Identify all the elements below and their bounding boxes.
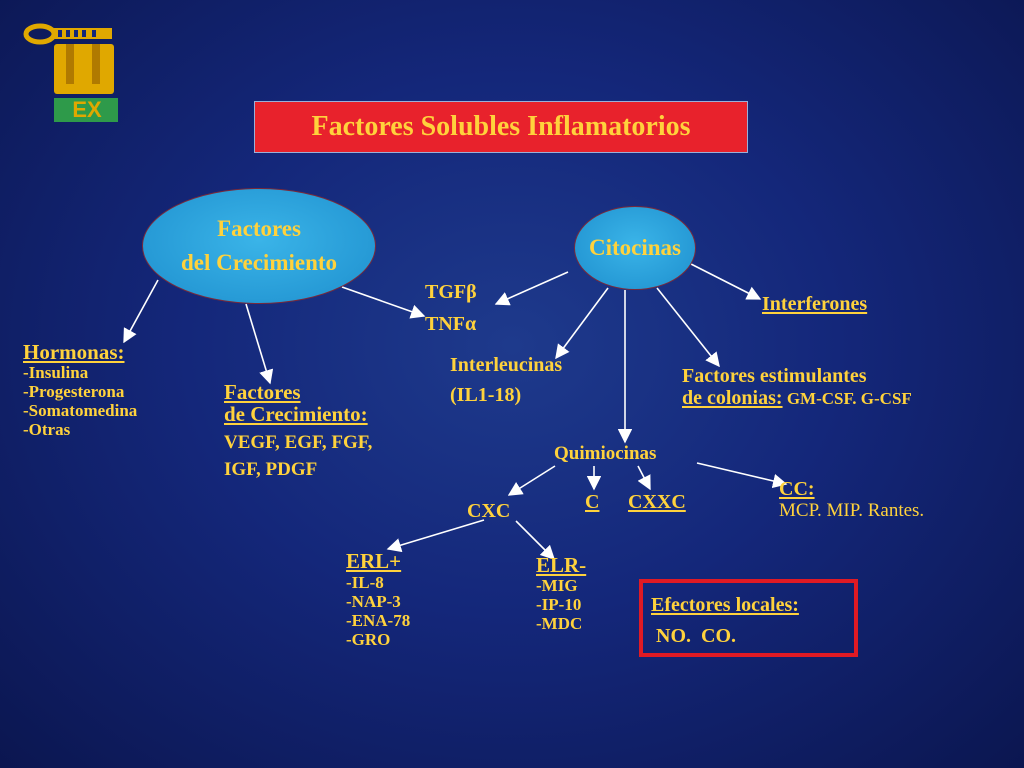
efectores-items: NO. CO. [656, 625, 736, 647]
factores-estimulantes-line-2: de colonias: GM-CSF. G-CSF [682, 384, 912, 413]
hormonas-item-1: -Insulina [23, 363, 89, 382]
arrow-cxc-to-elr [515, 520, 556, 561]
title-box: Factores Solubles Inflamatorios [254, 101, 748, 153]
interleucinas-label: Interleucinas [450, 354, 563, 376]
interleucinas-range: (IL1-18) [450, 384, 522, 406]
logo-text: EX [72, 97, 102, 122]
cytokines-label: Citocinas [589, 235, 681, 260]
arrow-quim-to-cc [696, 462, 788, 489]
arrow-cytokines-to-tgf [494, 271, 569, 306]
arrow-to-factores-crecimiento [245, 303, 274, 385]
factores-crecimiento-label-2: de Crecimiento: [224, 402, 368, 426]
quimiocinas-label: Quimiocinas [554, 443, 657, 464]
factores-crecimiento-list-2: IGF, PDGF [224, 459, 318, 480]
tgf-beta-label: TGFβ [425, 281, 477, 303]
erl-label: ERL+ [346, 549, 402, 573]
erl-item-1: -IL-8 [346, 573, 384, 592]
arrow-quim-to-cxc [507, 465, 556, 496]
arrow-growth-to-tnf [341, 286, 426, 319]
efectores-label: Efectores locales: [651, 594, 799, 616]
hormonas-item-2: -Progesterona [23, 382, 125, 401]
hormonas-label: Hormonas: [23, 340, 125, 364]
arrow-cxc-to-erl [386, 519, 485, 553]
arrow-to-factores-estimulantes [656, 287, 720, 368]
tnf-alpha-label: TNFα [425, 313, 477, 335]
factores-estimulantes-label-1: Factores estimulantes [682, 365, 867, 387]
growth-factors-node: Factores del Crecimiento [142, 188, 376, 304]
university-logo-icon: EX [18, 16, 122, 126]
arrow-to-hormonas [123, 279, 159, 344]
page-title: Factores Solubles Inflamatorios [311, 111, 691, 142]
cxc-label: CXC [467, 500, 511, 522]
arrow-quim-to-cxxc [637, 465, 651, 491]
hormonas-item-4: -Otras [23, 420, 71, 439]
elr-item-3: -MDC [536, 614, 583, 633]
elr-item-2: -IP-10 [536, 595, 582, 614]
erl-item-2: -NAP-3 [346, 592, 401, 611]
elr-item-1: -MIG [536, 576, 578, 595]
interferones-label: Interferones [762, 293, 868, 315]
efectores-box [639, 579, 858, 657]
arrow-to-interleucinas [555, 287, 609, 360]
c-label: C [585, 491, 600, 513]
cxxc-label: CXXC [628, 491, 686, 513]
factores-crecimiento-label-1: Factores [224, 380, 301, 404]
growth-factors-label: Factores del Crecimiento [180, 216, 338, 275]
factores-crecimiento-list-1: VEGF, EGF, FGF, [224, 432, 373, 453]
factores-estimulantes-items: GM-CSF. G-CSF [782, 389, 912, 408]
elr-label: ELR- [536, 553, 587, 577]
factores-estimulantes-label-2: de colonias: [682, 387, 783, 409]
erl-item-4: -GRO [346, 630, 391, 649]
cc-items: MCP. MIP. Rantes. [779, 500, 925, 521]
cc-label: CC: [779, 478, 815, 500]
arrow-to-interferones [690, 263, 762, 300]
hormonas-item-3: -Somatomedina [23, 401, 138, 420]
cytokines-node: Citocinas [574, 206, 696, 290]
erl-item-3: -ENA-78 [346, 611, 411, 630]
